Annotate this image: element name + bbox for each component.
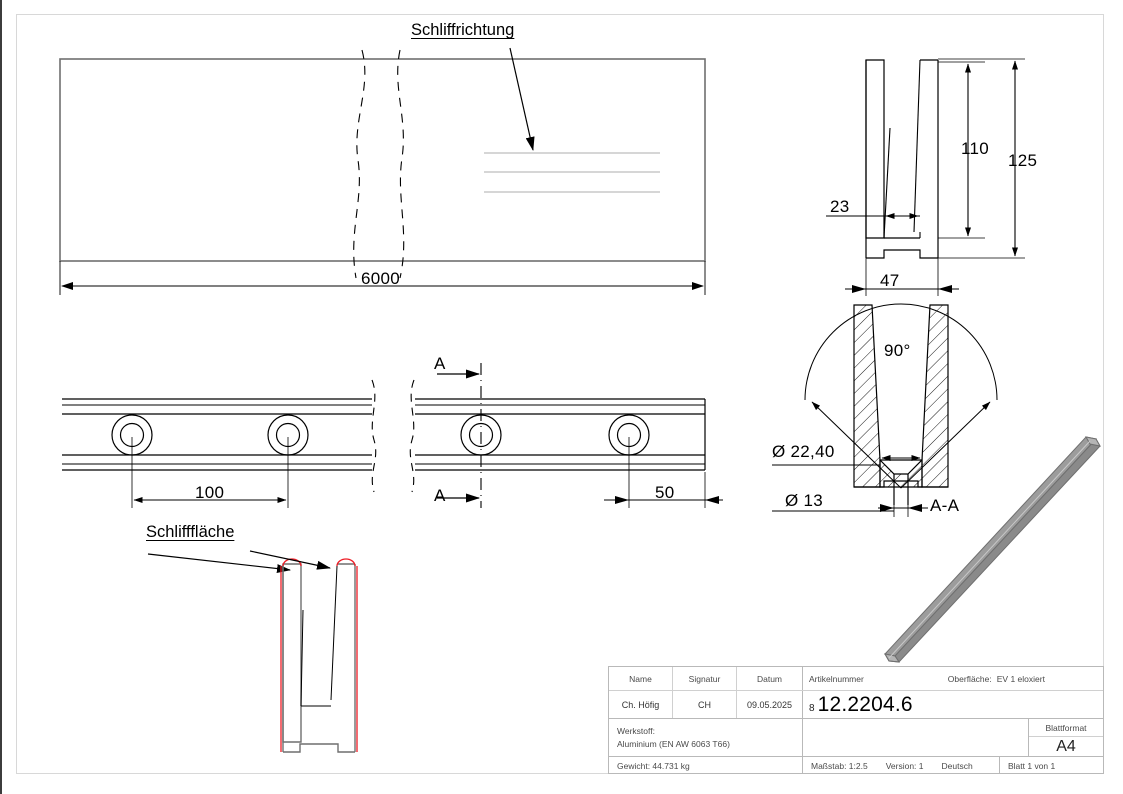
th-surface: Oberfläche:	[947, 673, 992, 684]
tv-version: Version: 1	[885, 760, 924, 771]
tv-date: 09.05.2025	[737, 691, 803, 718]
article-prefix: 8	[809, 702, 815, 714]
label-schliffrichtung: Schliffrichtung	[411, 21, 515, 39]
title-block-material-row: Werkstoff: Aluminium (EN AW 6063 T66) Bl…	[609, 719, 1103, 757]
tv-surface: EV 1 eloxiert	[996, 673, 1045, 684]
sheet-format-cell: Blattformat A4	[1029, 719, 1103, 756]
th-signature: Signatur	[673, 667, 737, 690]
title-block-value-row: Ch. Höfig CH 09.05.2025 8 12.2204.6	[609, 691, 1103, 719]
tv-scale: Maßstab: 1:2.5	[811, 760, 868, 771]
tv-weight: Gewicht: 44.731 kg	[609, 757, 803, 774]
tv-article-cell: 8 12.2204.6	[803, 691, 1103, 718]
title-block: Name Signatur Datum Artikelnummer Oberfl…	[608, 666, 1104, 774]
dim-length-6000: 6000	[361, 269, 401, 288]
tv-name: Ch. Höfig	[609, 691, 673, 718]
dim-angle-90: 90°	[884, 341, 911, 360]
dim-height-110: 110	[961, 139, 990, 158]
label-schliffflaeche: Schlifffläche	[146, 523, 235, 541]
th-article-number: Artikelnummer	[809, 673, 864, 684]
tv-sheet: Blatt 1 von 1	[1008, 760, 1056, 771]
label-section-aa: A-A	[930, 496, 960, 515]
title-block-header-row: Name Signatur Datum Artikelnummer Oberfl…	[609, 667, 1103, 691]
tv-material: Aluminium (EN AW 6063 T66)	[617, 738, 730, 749]
th-sheet-format: Blattformat	[1029, 719, 1103, 737]
article-number-group: 8 12.2204.6	[803, 693, 913, 717]
title-block-meta-row: Gewicht: 44.731 kg Maßstab: 1:2.5 Versio…	[609, 757, 1103, 774]
section-mark-a-top: A	[434, 354, 446, 373]
th-article-surface: Artikelnummer Oberfläche: EV 1 eloxiert	[803, 667, 1103, 690]
th-name: Name	[609, 667, 673, 690]
dim-slot-23: 23	[830, 197, 850, 216]
tv-language: Deutsch	[941, 760, 973, 771]
dim-width-47: 47	[880, 271, 900, 290]
tv-sheet-format: A4	[1056, 737, 1076, 755]
window-left-edge	[0, 0, 2, 794]
article-number: 12.2204.6	[817, 692, 913, 716]
th-material: Werkstoff:	[617, 726, 655, 737]
dim-dia-13: Ø 13	[785, 491, 824, 510]
meta-group: Maßstab: 1:2.5 Version: 1 Deutsch	[803, 757, 1000, 774]
section-mark-a-bottom: A	[434, 486, 446, 505]
page-border	[16, 14, 1104, 774]
tv-signature: CH	[673, 691, 737, 718]
dim-height-125: 125	[1008, 151, 1038, 170]
material-cell: Werkstoff: Aluminium (EN AW 6063 T66)	[609, 719, 803, 756]
blank-cell	[803, 719, 1029, 756]
dim-dia-22-40: Ø 22,40	[772, 442, 835, 461]
dim-pitch-100: 100	[195, 483, 225, 502]
dim-end-50: 50	[655, 483, 675, 502]
th-date: Datum	[737, 667, 803, 690]
